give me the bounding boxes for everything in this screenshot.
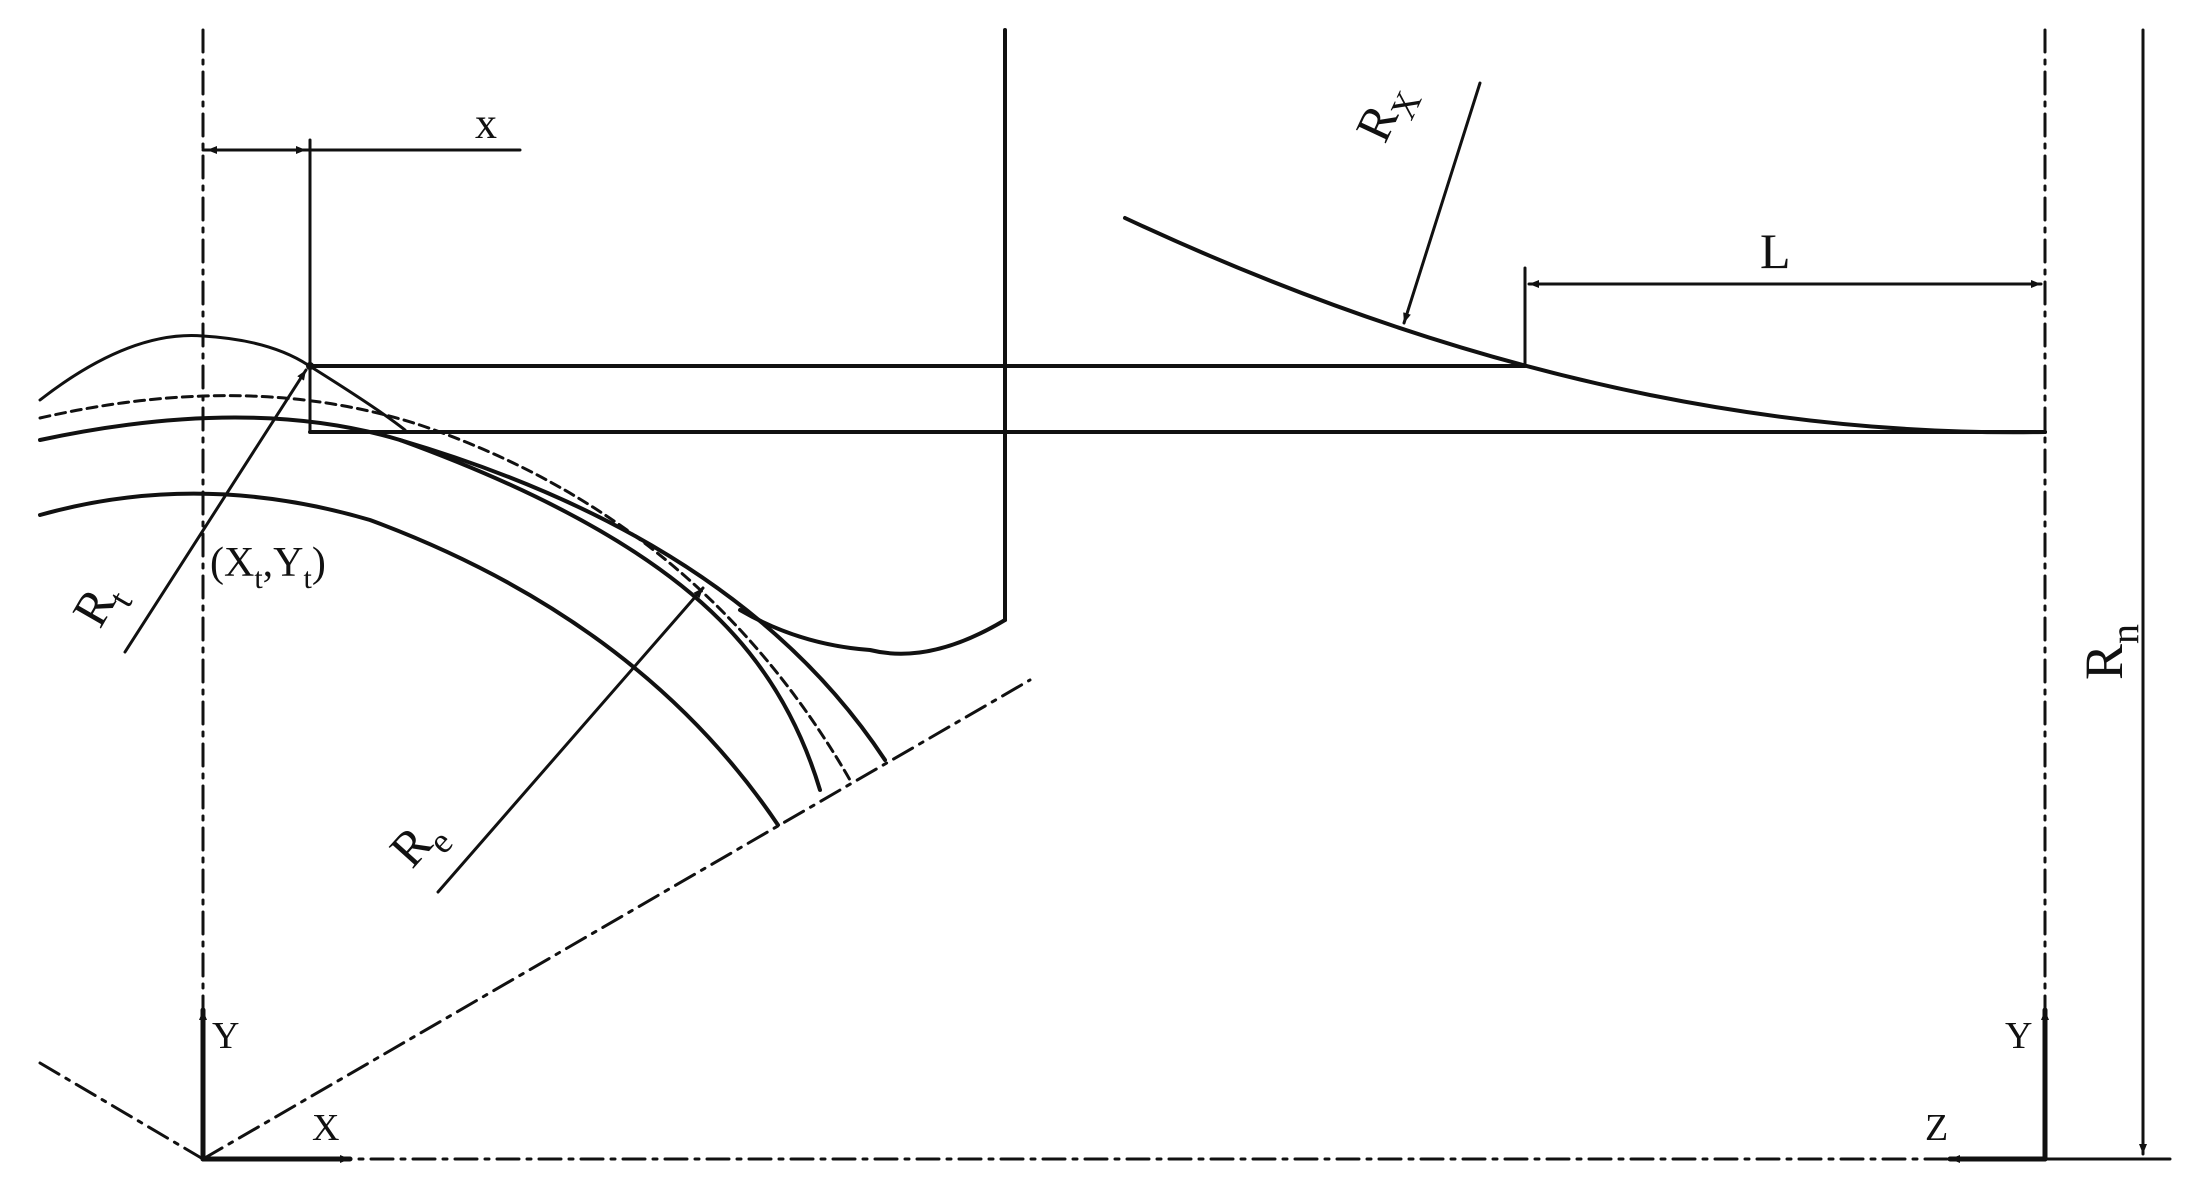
label-left-y-axis: Y	[212, 1015, 239, 1057]
label-L: L	[1760, 223, 1791, 279]
rx-radius-arrow	[1402, 81, 1482, 325]
gear-circle-arc-1	[38, 415, 887, 762]
rt-radius-arrow	[123, 368, 308, 654]
label-point-xt-yt: (Xt,Yt)	[210, 540, 326, 595]
label-rn-main: R	[2074, 644, 2134, 680]
label-z-axis: Z	[1925, 1107, 1948, 1149]
diagonal-centerline	[201, 678, 1032, 1161]
root-circle-arc	[38, 491, 780, 827]
tooth-flank-line	[306, 363, 407, 432]
pitch-circle-arc	[38, 394, 852, 782]
label-x-dimension: x	[475, 99, 497, 148]
label-rn: R n	[2074, 624, 2147, 680]
re-radius-arrow	[436, 586, 705, 894]
svg-text:(Xt,Yt): (Xt,Yt)	[210, 540, 326, 595]
gear-outer-profile	[38, 334, 310, 402]
tooth-tip-point	[306, 362, 314, 370]
label-rn-subscript: n	[2102, 624, 2147, 644]
gear-circle-arc-2	[398, 438, 822, 792]
lower-left-centerline	[38, 1061, 205, 1161]
rx-profile-curve	[1123, 216, 2047, 435]
label-right-y-axis: Y	[2005, 1015, 2032, 1057]
label-x-axis: X	[312, 1107, 339, 1149]
tooth-tip-curve	[738, 608, 1007, 656]
